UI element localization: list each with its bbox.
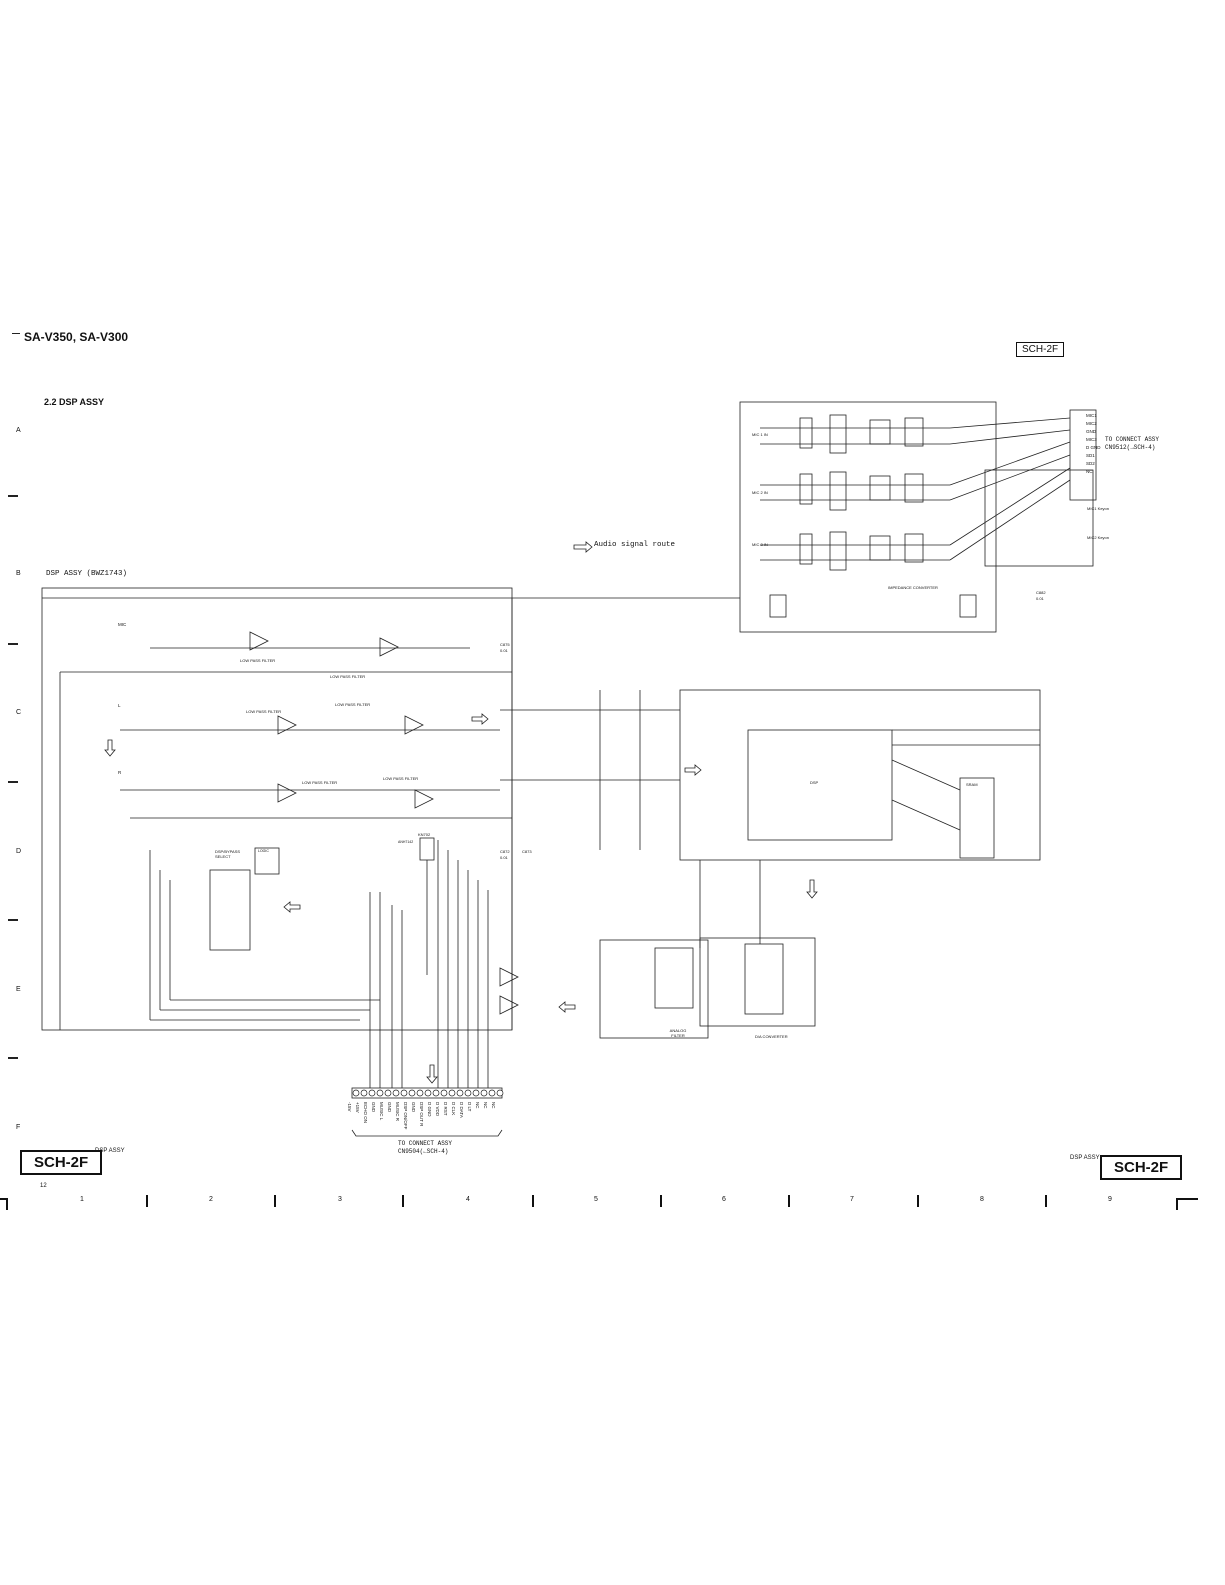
dsp-bypass-label: DSP/BYPASS SELECT — [215, 849, 241, 859]
lpf-label-2: LOW PASS FILTER — [330, 674, 366, 679]
dsp-ic — [747, 729, 893, 841]
row-letter-d: D — [16, 848, 22, 855]
mic-channel-2 — [760, 471, 950, 511]
ruler-right-mark — [1176, 1198, 1178, 1210]
connect-top-ref: CN9512(→SCH-4) — [1105, 444, 1156, 451]
c872-label: C872 — [500, 849, 510, 854]
lpf-label-4: LOW PASS FILTER — [335, 702, 371, 707]
mic-channel-3 — [760, 531, 950, 571]
bottom-pin-labels: -15V +15V ECHO ON GND MUSIC L GND MUSIC … — [347, 1102, 496, 1130]
column-divider — [660, 1195, 662, 1207]
c875-label: C875 — [500, 642, 510, 647]
analog-filter-ic — [654, 947, 694, 1009]
column-number-7: 7 — [850, 1196, 854, 1203]
mic-keyon-1: MIC1 Keyon — [1087, 506, 1110, 511]
ruler-right-mark-h — [1176, 1198, 1198, 1200]
column-divider — [917, 1195, 919, 1207]
c873-label: C873 — [522, 849, 532, 854]
ruler-left-mark-h — [0, 1198, 8, 1200]
keyon-frame — [984, 469, 1094, 567]
footer-left-caption: DSP ASSY — [95, 1148, 125, 1154]
crop-mark — [12, 333, 20, 334]
column-number-3: 3 — [338, 1196, 342, 1203]
kn702-label: KN702 — [418, 832, 431, 837]
column-number-9: 9 — [1108, 1196, 1112, 1203]
connect-bottom-title: TO CONNECT ASSY — [398, 1140, 453, 1147]
lpf-label-3: LOW PASS FILTER — [246, 709, 282, 714]
route-legend: Audio signal route — [594, 541, 676, 549]
column-divider — [402, 1195, 404, 1207]
column-number-6: 6 — [722, 1196, 726, 1203]
dsp-label: DSP — [810, 780, 819, 785]
c882-value: 0.01 — [1036, 596, 1044, 601]
anh7142-label: ANH7142 — [398, 840, 414, 844]
row-letter-a: A — [16, 427, 21, 434]
column-divider — [788, 1195, 790, 1207]
impedance-label: IMPEDANCE CONVERTER — [888, 585, 938, 590]
column-number-2: 2 — [209, 1196, 213, 1203]
sram-label: SRAM — [966, 782, 978, 787]
row-tick — [8, 781, 18, 783]
column-number-5: 5 — [594, 1196, 598, 1203]
mic-input-3: MIC 3 IN — [752, 542, 768, 547]
mic-keyon-2: MIC2 Keyon — [1087, 535, 1110, 540]
logic-table — [254, 847, 280, 875]
impedance-module-frame — [739, 401, 997, 633]
footer-right-code: SCH-2F — [1100, 1155, 1183, 1180]
mic-channel-1 — [760, 414, 950, 454]
column-divider — [1045, 1195, 1047, 1207]
row-letter-b: B — [16, 570, 21, 577]
channel-l: L — [118, 703, 121, 708]
row-letter-f: F — [16, 1124, 21, 1131]
da-ic — [744, 943, 784, 1015]
footer-left-code: SCH-2F — [20, 1150, 103, 1175]
column-number-4: 4 — [466, 1196, 470, 1203]
row-tick — [8, 919, 18, 921]
lpf-label-6: LOW PASS FILTER — [383, 776, 419, 781]
mic-input-2: MIC 2 IN — [752, 490, 768, 495]
c882-label: C882 — [1036, 590, 1046, 595]
row-tick — [8, 495, 18, 497]
c872-value: 0.01 — [500, 855, 508, 860]
bypass-ic — [209, 869, 251, 951]
lpf-label-5: LOW PASS FILTER — [302, 780, 338, 785]
model-title: SA-V350, SA-V300 — [24, 330, 129, 344]
logic-title: LOGIC — [258, 849, 269, 853]
sram-ic — [959, 777, 995, 859]
row-letter-c: C — [16, 709, 22, 716]
row-tick — [8, 1057, 18, 1059]
connect-top-title: TO CONNECT ASSY — [1105, 436, 1160, 443]
sheet-code-top: SCH-2F — [1016, 342, 1065, 357]
connect-bottom-ref: CN9504(←SCH-4) — [398, 1148, 449, 1155]
row-tick — [8, 643, 18, 645]
column-divider — [146, 1195, 148, 1207]
channel-mic: MIC — [118, 622, 127, 627]
footer-right-caption: DSP ASSY — [1070, 1155, 1100, 1161]
channel-r: R — [118, 770, 122, 775]
column-divider — [274, 1195, 276, 1207]
row-letter-e: E — [16, 986, 21, 993]
c875-value: 0.01 — [500, 648, 508, 653]
column-number-1: 1 — [80, 1196, 84, 1203]
board-outline — [41, 587, 513, 1031]
da-converter-label: D/A CONVERTER — [755, 1034, 788, 1039]
lpf-label-1: LOW PASS FILTER — [240, 658, 276, 663]
column-divider — [532, 1195, 534, 1207]
column-number-8: 8 — [980, 1196, 984, 1203]
page-number: 12 — [40, 1183, 47, 1189]
analog-filter-label: ANALOG FILTER — [669, 1028, 687, 1038]
ruler-left-mark — [6, 1198, 8, 1210]
mic-input-1: MIC 1 IN — [752, 432, 768, 437]
board-title: DSP ASSY (BWZ1743) — [46, 570, 128, 578]
section-title: 2.2 DSP ASSY — [44, 397, 105, 407]
